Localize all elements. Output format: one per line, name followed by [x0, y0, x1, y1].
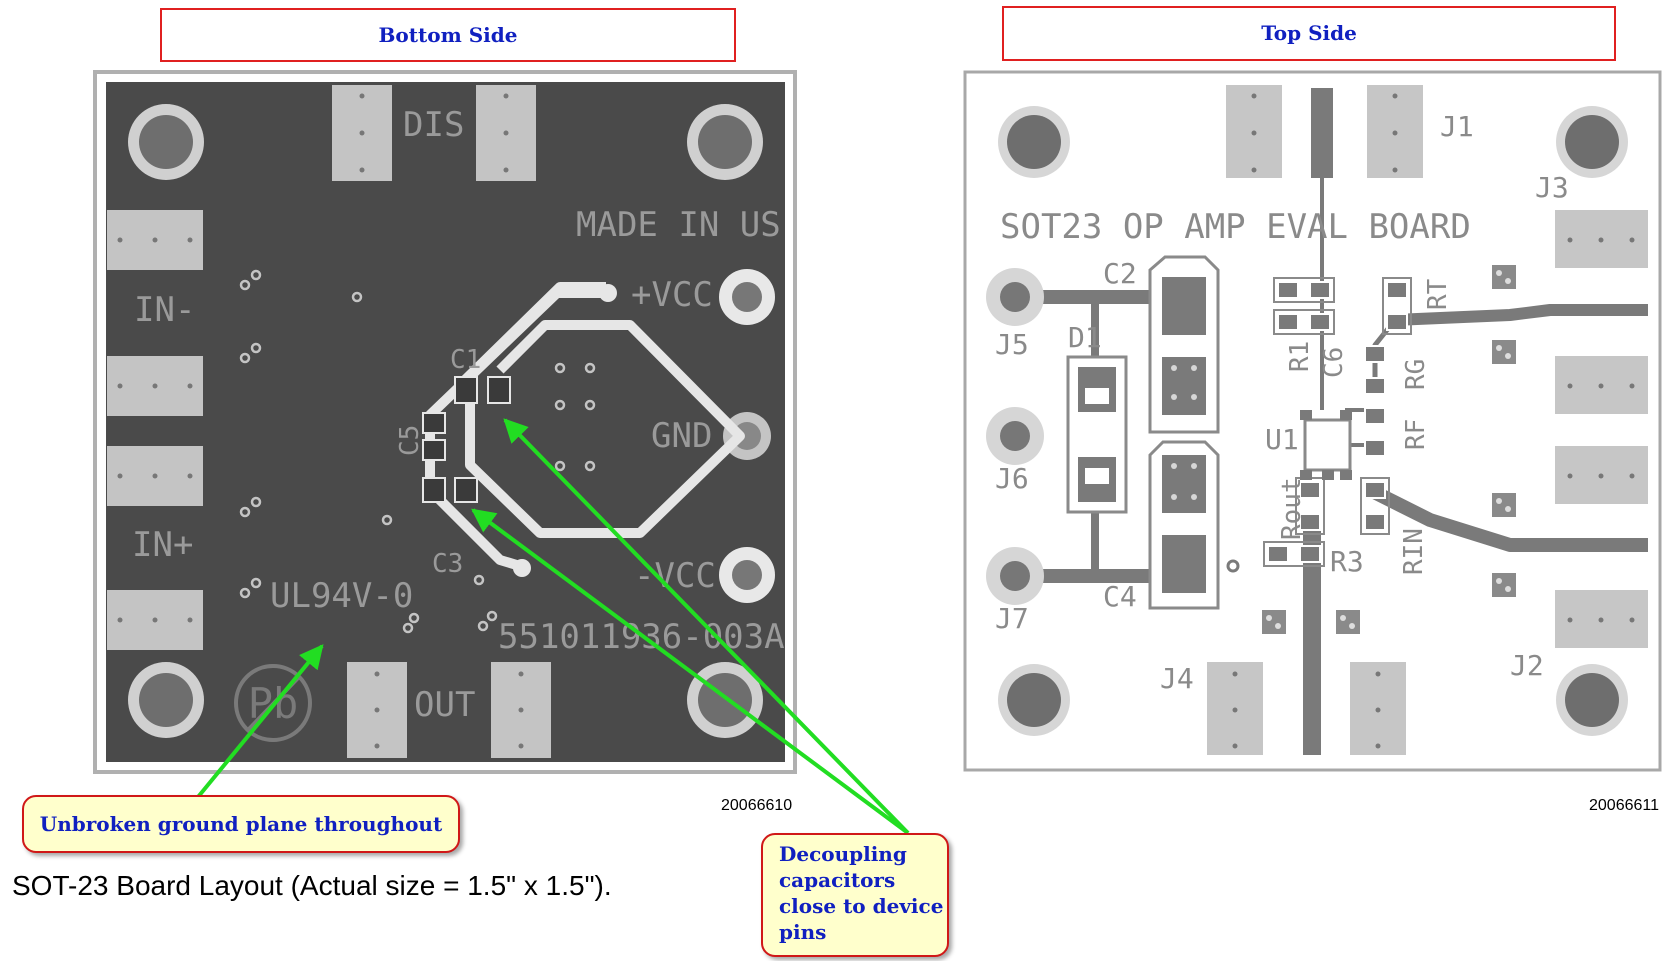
silk-out: OUT — [414, 685, 475, 725]
decoupling-line-3: close to device — [779, 894, 944, 918]
silk-j3: J3 — [1535, 171, 1569, 204]
bottom-side-title: Bottom Side — [160, 8, 736, 62]
silk-gnd: GND — [651, 416, 712, 456]
annotation-arrows — [196, 418, 910, 835]
silk-rf: RF — [1401, 419, 1431, 450]
top-mounting-holes — [998, 106, 1628, 736]
silk-board-title: SOT23 OP AMP EVAL BOARD — [1000, 207, 1471, 247]
arrow-decoupling-c3 — [471, 508, 910, 835]
bottom-connector-pads — [107, 85, 551, 758]
silk-c4: C4 — [1103, 580, 1137, 613]
silk-d1: D1 — [1068, 321, 1102, 354]
silk-u1: U1 — [1265, 423, 1299, 456]
top-smd-pads — [1267, 281, 1408, 563]
figure-caption: SOT-23 Board Layout (Actual size = 1.5" … — [12, 870, 612, 901]
silk-j4: J4 — [1160, 662, 1194, 695]
decoupling-line-4: pins — [779, 920, 827, 944]
bottom-figure-id: 20066610 — [721, 797, 793, 814]
decoupling-line-2: capacitors — [779, 868, 896, 892]
silk-c3: C3 — [432, 549, 463, 579]
bottom-vias — [239, 269, 596, 634]
top-figure-id: 20066611 — [1589, 797, 1659, 814]
top-capacitor-outlines — [1148, 255, 1240, 610]
silk-c6: C6 — [1319, 347, 1349, 378]
ground-plane-callout-text: Unbroken ground plane throughout — [39, 812, 443, 836]
silk-rout: Rout — [1277, 477, 1307, 540]
silk-rg: RG — [1401, 359, 1431, 390]
top-via-pads — [1262, 265, 1516, 634]
bottom-board: Pb DIS MADE IN US IN- IN+ +VCC GND -VCC … — [93, 70, 797, 774]
silk-dis: DIS — [403, 105, 464, 145]
silk-j6: J6 — [995, 462, 1029, 495]
pb-free-logo — [234, 664, 312, 742]
silk-rin: RIN — [1399, 528, 1429, 575]
silk-in-minus: IN- — [134, 290, 195, 330]
silk-c2: C2 — [1103, 257, 1137, 290]
silk-j5: J5 — [995, 328, 1029, 361]
silk-in-plus: IN+ — [132, 525, 193, 565]
silk-c5: C5 — [395, 425, 425, 456]
silk-made-in: MADE IN US — [576, 205, 781, 245]
top-u1-sot23 — [1300, 410, 1352, 480]
decoupling-line-1: Decoupling — [779, 842, 907, 866]
ground-plane-callout: Unbroken ground plane throughout — [22, 795, 460, 853]
silk-plus-vcc: +VCC — [631, 275, 713, 315]
bottom-mounting-holes — [128, 104, 763, 738]
silk-ul-rating: UL94V-0 — [270, 576, 413, 616]
silk-r1: R1 — [1285, 341, 1315, 372]
silk-j1: J1 — [1440, 110, 1474, 143]
arrow-ground-plane — [196, 644, 324, 799]
silk-rt: RT — [1423, 278, 1453, 310]
top-diode-d1 — [1066, 355, 1128, 514]
top-terminals — [986, 268, 1044, 605]
top-board: SOT23 OP AMP EVAL BOARD J1 J3 J2 J4 J5 J… — [963, 70, 1662, 772]
silk-minus-vcc: -VCC — [634, 556, 716, 596]
decoupling-callout: Decoupling capacitors close to device pi… — [761, 833, 949, 957]
arrow-decoupling-c1 — [503, 418, 910, 835]
silk-r3: R3 — [1330, 545, 1364, 578]
top-side-title: Top Side — [1002, 6, 1616, 61]
silk-j2: J2 — [1510, 649, 1544, 682]
silk-c1: C1 — [450, 345, 481, 375]
bottom-capacitor-pads — [422, 376, 511, 503]
silk-j7: J7 — [995, 602, 1029, 635]
